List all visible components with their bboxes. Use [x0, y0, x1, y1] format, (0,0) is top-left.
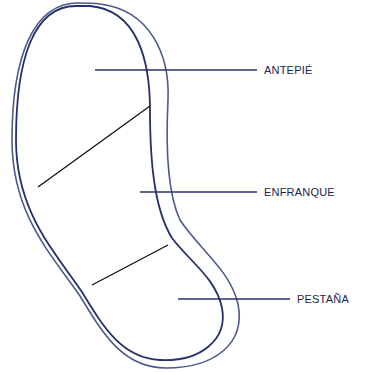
part-label: ENFRANQUE: [264, 186, 335, 199]
insole-inner-outline: [16, 6, 223, 360]
division-line: [92, 245, 168, 285]
leader-line: [95, 69, 257, 70]
leader-line: [178, 298, 290, 299]
insole-outer-outline: [12, 3, 239, 368]
leader-line: [140, 191, 257, 192]
division-line: [38, 106, 150, 187]
part-label: PESTAÑA: [297, 293, 349, 306]
part-label: ANTEPIÉ: [264, 64, 312, 77]
